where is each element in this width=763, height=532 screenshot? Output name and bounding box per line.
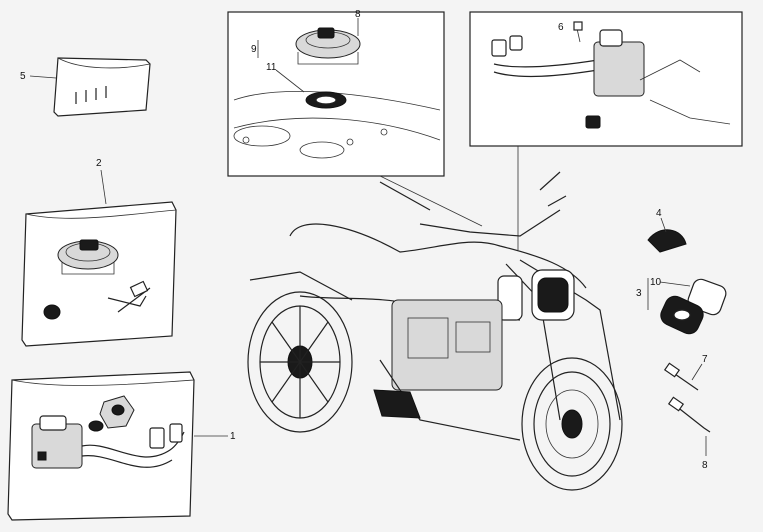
leader-inset-a xyxy=(379,175,483,227)
callout-8-cap: 8 xyxy=(355,9,361,20)
part-8-blade xyxy=(667,396,711,456)
callout-1: 1 xyxy=(230,431,236,442)
part-1-ignition-kit xyxy=(7,371,228,521)
part-5-key-tag xyxy=(29,57,151,117)
callout-5: 5 xyxy=(20,71,26,82)
callout-8: 8 xyxy=(702,460,708,471)
part-3-key xyxy=(647,278,704,335)
callout-4: 4 xyxy=(656,208,662,219)
part-7-blade xyxy=(663,362,703,391)
inset-ignition-switch-detail xyxy=(469,11,743,250)
part-4-cap xyxy=(647,217,687,253)
callout-9: 9 xyxy=(251,44,257,55)
callout-6: 6 xyxy=(558,22,564,33)
callout-7: 7 xyxy=(702,354,708,365)
motorcycle-main-view xyxy=(247,171,623,491)
callout-2: 2 xyxy=(96,158,102,169)
inset-fuel-cap-detail xyxy=(227,11,445,177)
callout-11: 11 xyxy=(266,62,277,73)
callout-10: 10 xyxy=(650,277,662,288)
part-2-fuel-cap-kit xyxy=(21,169,177,347)
callout-3: 3 xyxy=(636,288,642,299)
